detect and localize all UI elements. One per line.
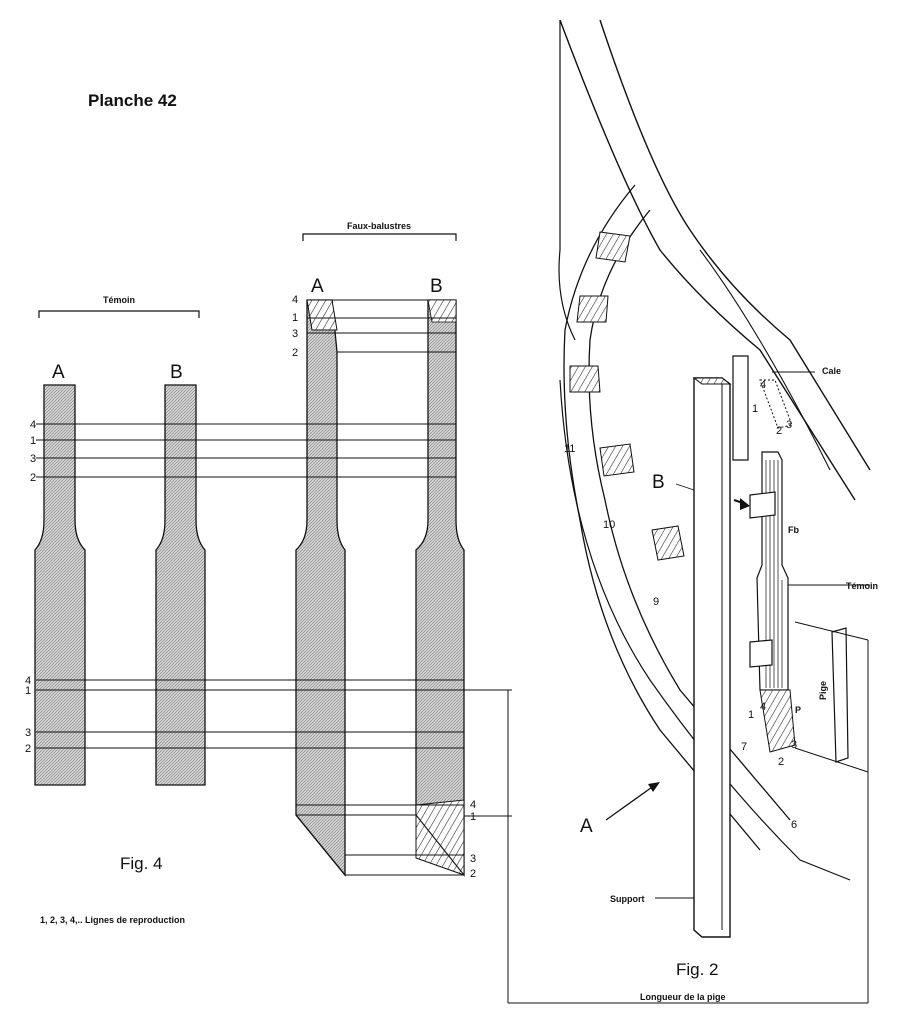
faux-a-letter: A bbox=[311, 276, 324, 297]
svg-text:6: 6 bbox=[791, 819, 797, 831]
faux-balustre-b bbox=[415, 299, 465, 877]
svg-text:2: 2 bbox=[292, 347, 298, 359]
svg-text:11: 11 bbox=[564, 443, 575, 455]
fb-label: Fb bbox=[788, 525, 799, 535]
temoin-b-letter: B bbox=[170, 362, 183, 383]
svg-text:1: 1 bbox=[470, 811, 476, 823]
faux-balustre-a bbox=[295, 299, 346, 877]
svg-text:4: 4 bbox=[25, 675, 31, 687]
support-post bbox=[692, 377, 732, 938]
legend-text: 1, 2, 3, 4,.. Lignes de reproduction bbox=[40, 915, 185, 925]
reproduction-lines-upper bbox=[36, 317, 456, 478]
rail-inner bbox=[599, 19, 871, 471]
svg-text:3: 3 bbox=[292, 328, 298, 340]
p-label: P bbox=[795, 705, 801, 715]
leader-lines bbox=[655, 371, 870, 899]
string-hatch-blocks bbox=[569, 231, 685, 561]
fig2-a-letter: A bbox=[580, 816, 593, 837]
temoin-b-balustre bbox=[155, 384, 206, 786]
svg-text:2: 2 bbox=[778, 756, 784, 768]
line-numbers-faux-top: 4 1 3 2 bbox=[292, 294, 298, 359]
svg-text:4: 4 bbox=[760, 701, 766, 713]
fig2-line-numbers: 4 1 3 2 4 1 3 2 bbox=[748, 379, 797, 768]
svg-text:10: 10 bbox=[603, 519, 615, 531]
svg-text:2: 2 bbox=[30, 472, 36, 484]
pige-piece bbox=[831, 627, 849, 763]
cale-outline bbox=[759, 379, 793, 429]
svg-text:3: 3 bbox=[791, 739, 797, 751]
rail-left-edge bbox=[558, 20, 576, 341]
temoin-bracket: Témoin bbox=[38, 295, 200, 318]
faux-box-outline bbox=[295, 299, 465, 876]
svg-text:4: 4 bbox=[470, 799, 476, 811]
cale-label: Cale bbox=[822, 366, 841, 376]
pige-guide-bottom bbox=[794, 747, 869, 773]
temoin-a-balustre bbox=[34, 384, 86, 786]
svg-text:4: 4 bbox=[292, 294, 298, 306]
svg-text:2: 2 bbox=[470, 868, 476, 880]
svg-text:3: 3 bbox=[30, 453, 36, 465]
temoin-label-fig2: Témoin bbox=[846, 581, 878, 591]
string-outer bbox=[563, 184, 761, 851]
string-numbers: 11 10 9 7 6 bbox=[564, 443, 797, 831]
fig4-caption: Fig. 4 bbox=[120, 854, 163, 873]
svg-text:3: 3 bbox=[786, 419, 792, 431]
faux-b-letter: B bbox=[430, 276, 443, 297]
svg-text:1: 1 bbox=[30, 435, 36, 447]
svg-text:1: 1 bbox=[292, 312, 298, 324]
arrow-a bbox=[605, 782, 660, 821]
fig2: Cale Fb Témoin Pige P Support Longueur d… bbox=[558, 19, 878, 1002]
lower-curve bbox=[559, 379, 851, 881]
svg-text:3: 3 bbox=[470, 853, 476, 865]
line-numbers-faux-bottom: 4 1 3 2 bbox=[470, 799, 476, 880]
arrow-fb bbox=[733, 498, 750, 510]
support-label: Support bbox=[610, 894, 645, 904]
svg-text:4: 4 bbox=[760, 379, 766, 391]
string-inner bbox=[588, 209, 791, 821]
rail-mid-line bbox=[699, 249, 831, 471]
svg-text:1: 1 bbox=[748, 709, 754, 721]
fig2-caption: Fig. 2 bbox=[676, 960, 719, 979]
pige-guide-top bbox=[794, 621, 869, 641]
cale-piece bbox=[732, 355, 749, 461]
svg-text:9: 9 bbox=[653, 596, 659, 608]
svg-text:4: 4 bbox=[30, 419, 36, 431]
svg-text:7: 7 bbox=[741, 741, 747, 753]
fig2-b-letter: B bbox=[652, 472, 665, 493]
faux-balustres-bracket: Faux-balustres bbox=[302, 221, 457, 241]
svg-text:2: 2 bbox=[776, 425, 782, 437]
reproduction-lines-lower bbox=[36, 679, 512, 856]
page-title: Planche 42 bbox=[88, 91, 177, 110]
pige-label: Pige bbox=[818, 681, 828, 700]
svg-text:3: 3 bbox=[25, 727, 31, 739]
faux-balustres-label: Faux-balustres bbox=[347, 221, 411, 231]
temoin-piece bbox=[749, 451, 796, 753]
rail-outer bbox=[559, 19, 856, 501]
temoin-label: Témoin bbox=[103, 295, 135, 305]
fig4: Témoin Faux-balustres A B A B bbox=[25, 221, 869, 1004]
svg-text:2: 2 bbox=[25, 743, 31, 755]
longueur-label: Longueur de la pige bbox=[640, 992, 726, 1002]
temoin-a-letter: A bbox=[52, 362, 65, 383]
svg-text:1: 1 bbox=[25, 685, 31, 697]
line-numbers-left: 4 1 3 2 4 1 3 2 bbox=[25, 419, 36, 755]
svg-text:1: 1 bbox=[752, 403, 758, 415]
